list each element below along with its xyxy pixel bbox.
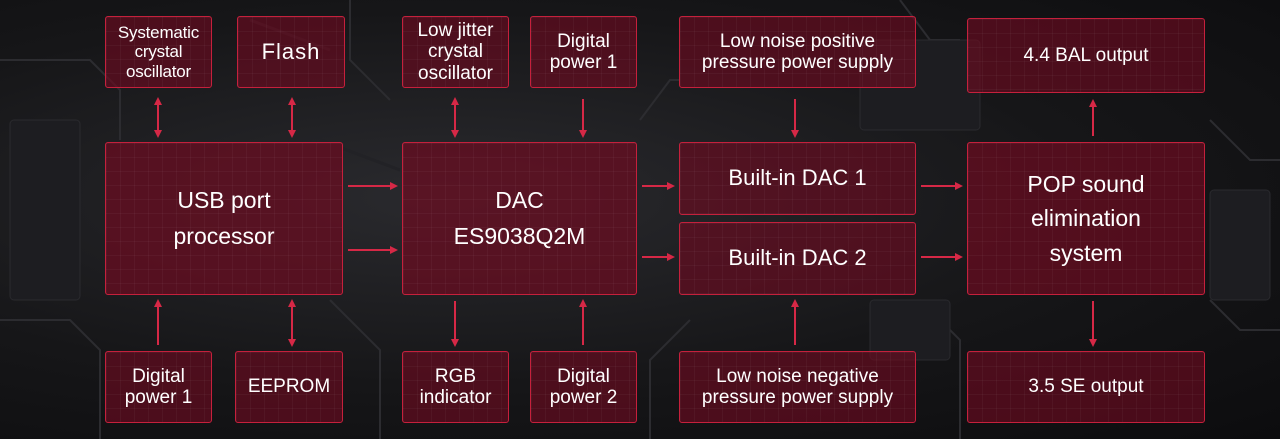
- dac-es9038q2m-block: DAC ES9038Q2M: [402, 142, 637, 295]
- built-in-dac-1-block: Built-in DAC 1: [679, 142, 916, 215]
- rgb-indicator-block: RGB indicator: [402, 351, 509, 423]
- digital-power-1-top-block: Digital power 1: [530, 16, 637, 88]
- built-in-dac-2-block: Built-in DAC 2: [679, 222, 916, 295]
- flash-block: Flash: [237, 16, 345, 88]
- low-noise-positive-supply-block: Low noise positive pressure power supply: [679, 16, 916, 88]
- low-jitter-crystal-oscillator-block: Low jitter crystal oscillator: [402, 16, 509, 88]
- bal-output-block: 4.4 BAL output: [967, 18, 1205, 93]
- se-output-block: 3.5 SE output: [967, 351, 1205, 423]
- digital-power-1-bottom-block: Digital power 1: [105, 351, 212, 423]
- pop-sound-elimination-system-block: POP sound elimination system: [967, 142, 1205, 295]
- digital-power-2-block: Digital power 2: [530, 351, 637, 423]
- eeprom-block: EEPROM: [235, 351, 343, 423]
- systematic-crystal-oscillator-block: Systematic crystal oscillator: [105, 16, 212, 88]
- usb-port-processor-block: USB port processor: [105, 142, 343, 295]
- low-noise-negative-supply-block: Low noise negative pressure power supply: [679, 351, 916, 423]
